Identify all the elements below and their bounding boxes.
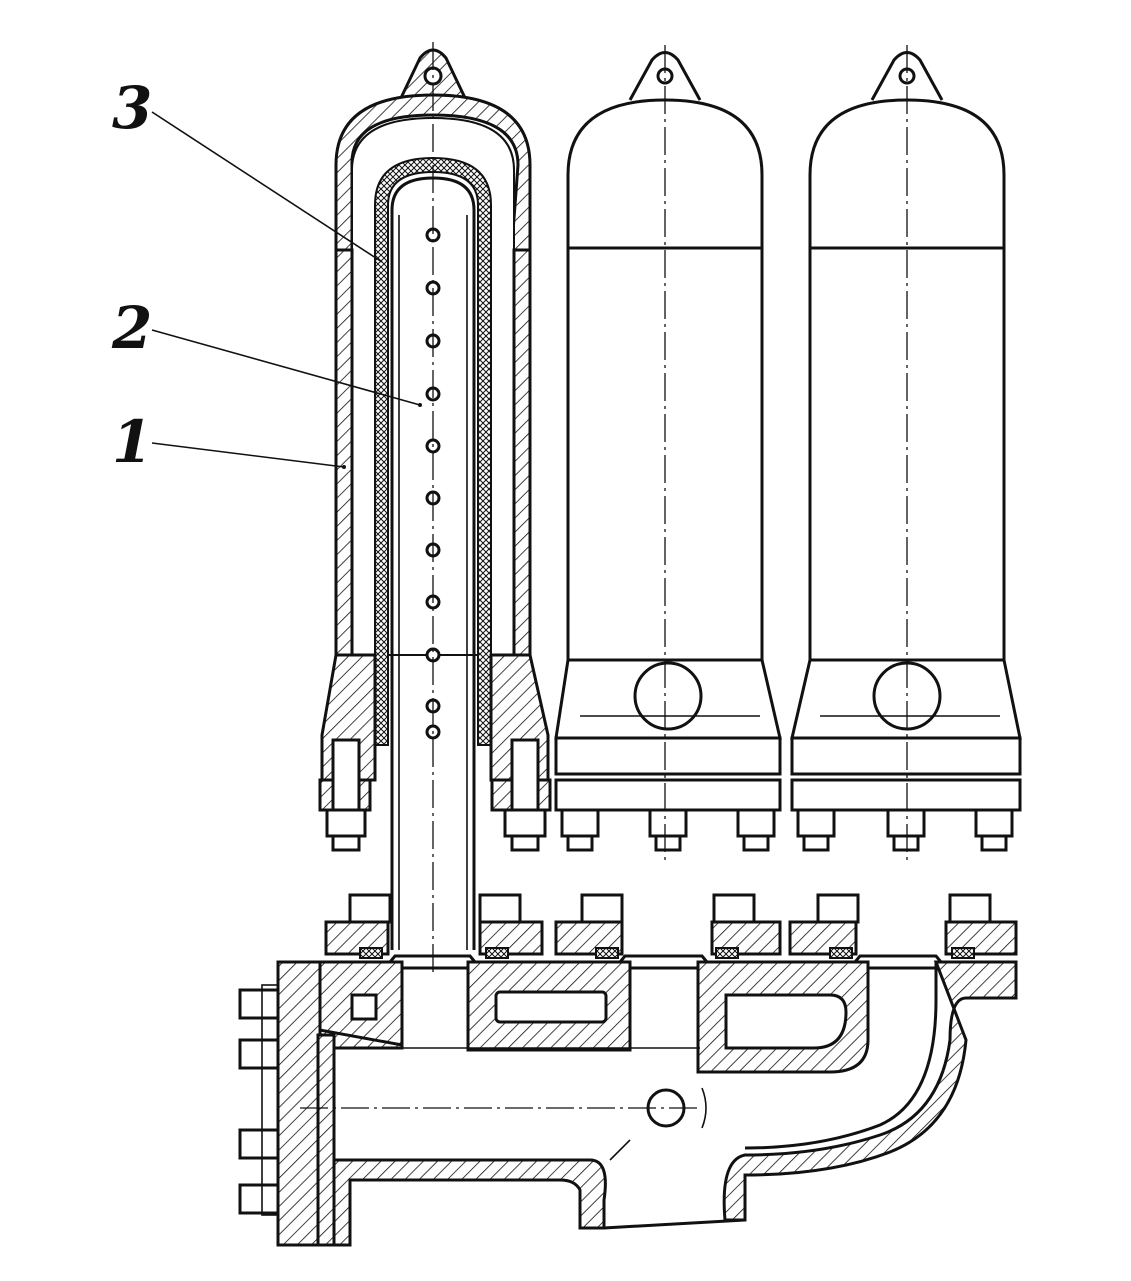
sectioned-filter-housing bbox=[318, 48, 552, 950]
callout-label-3: 3 bbox=[112, 74, 152, 142]
callout-label-2: 2 bbox=[111, 294, 152, 362]
callout-label-1: 1 bbox=[112, 408, 152, 476]
center-lines bbox=[300, 42, 908, 1109]
filter-cartridge-middle bbox=[554, 51, 782, 852]
manifold-base bbox=[238, 893, 1018, 1247]
callout-3: 3 bbox=[112, 74, 383, 263]
perforation-holes bbox=[425, 227, 441, 740]
filter-cartridge-right bbox=[790, 51, 1022, 852]
callout-1: 1 bbox=[112, 408, 346, 476]
callout-2: 2 bbox=[111, 294, 422, 407]
